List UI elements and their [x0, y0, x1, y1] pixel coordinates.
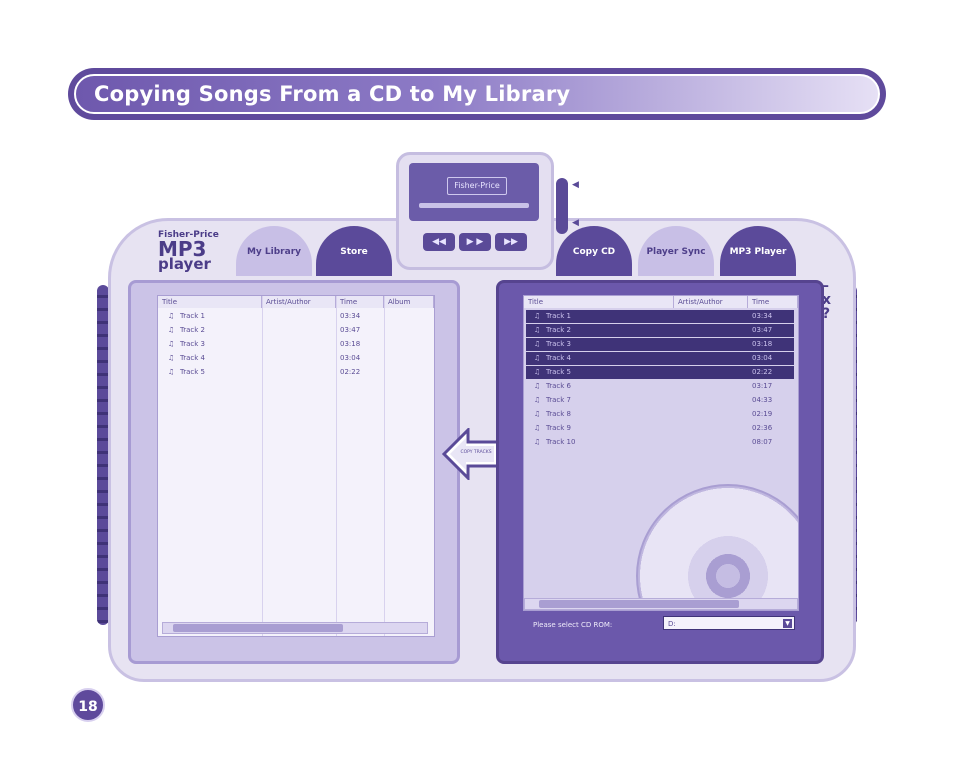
fast-forward-button[interactable]: ▶▶ — [495, 233, 527, 251]
cd-row-title: Track 1 — [546, 312, 571, 320]
library-row-time: 03:04 — [340, 354, 361, 362]
cd-row-time: 04:33 — [752, 396, 773, 404]
music-note-icon: ♫ — [168, 312, 175, 320]
cd-row-title: Track 2 — [546, 326, 571, 334]
cd-row-title: Track 5 — [546, 368, 571, 376]
cd-row-time: 03:47 — [752, 326, 773, 334]
cd-row-time: 03:17 — [752, 382, 773, 390]
library-panel: Title Artist/Author Time Album ♫ Track 1 0… — [128, 280, 460, 664]
cd-column-header-artist[interactable]: Artist/Author — [674, 296, 748, 308]
library-row-time: 03:47 — [340, 326, 361, 334]
column-header-title[interactable]: Title — [158, 296, 262, 308]
cd-row[interactable]: ♫ Track 9 02:36 — [526, 422, 794, 435]
copy-tracks-button[interactable]: COPY TRACKS — [442, 428, 500, 480]
page-number: 18 — [71, 688, 105, 722]
cd-row-time: 03:04 — [752, 354, 773, 362]
cd-row[interactable]: ♫ Track 1 03:34 — [526, 310, 794, 323]
progress-bar[interactable] — [419, 203, 529, 208]
cd-row-time: 02:36 — [752, 424, 773, 432]
cd-scrollbar[interactable] — [524, 598, 798, 610]
cd-row[interactable]: ♫ Track 6 03:17 — [526, 380, 794, 393]
rewind-button[interactable]: ◀◀ — [423, 233, 455, 251]
copy-tracks-label: COPY TRACKS — [460, 449, 491, 455]
cd-track-list[interactable]: Title Artist/Author Time ♫ Track 1 03:34 ♫ T… — [523, 295, 799, 611]
cd-row[interactable]: ♫ Track 5 02:22 — [526, 366, 794, 379]
help-icon[interactable]: ? — [822, 306, 831, 322]
library-row-title: Track 4 — [180, 354, 205, 362]
library-scrollbar[interactable] — [162, 622, 428, 634]
left-grip — [97, 285, 109, 625]
music-note-icon: ♫ — [534, 312, 541, 320]
library-row[interactable]: ♫ Track 2 03:47 — [160, 324, 430, 337]
cd-row-time: 02:22 — [752, 368, 773, 376]
library-row-time: 03:34 — [340, 312, 361, 320]
lcd-screen: Fisher-Price — [409, 163, 539, 221]
column-header-artist[interactable]: Artist/Author — [262, 296, 336, 308]
music-note-icon: ♫ — [168, 368, 175, 376]
library-row-title: Track 3 — [180, 340, 205, 348]
close-icon[interactable]: x — [822, 292, 832, 308]
cd-disc-graphic — [636, 484, 798, 610]
cdrom-selected-value: D: — [668, 620, 676, 628]
column-header-time[interactable]: Time — [336, 296, 384, 308]
cd-row-title: Track 10 — [546, 438, 576, 446]
music-note-icon: ♫ — [534, 368, 541, 376]
library-row-time: 02:22 — [340, 368, 361, 376]
now-playing-display: Fisher-Price ◀◀ ▶ ▶ ▶▶ — [396, 152, 554, 270]
music-note-icon: ♫ — [534, 382, 541, 390]
library-row-title: Track 2 — [180, 326, 205, 334]
cd-row[interactable]: ♫ Track 8 02:19 — [526, 408, 794, 421]
library-row-time: 03:18 — [340, 340, 361, 348]
cd-row-title: Track 4 — [546, 354, 571, 362]
cd-row[interactable]: ♫ Track 4 03:04 — [526, 352, 794, 365]
library-row[interactable]: ♫ Track 1 03:34 — [160, 310, 430, 323]
cd-row-title: Track 7 — [546, 396, 571, 404]
library-row[interactable]: ♫ Track 5 02:22 — [160, 366, 430, 379]
section-banner: Copying Songs From a CD to My Library — [68, 68, 886, 120]
music-note-icon: ♫ — [534, 340, 541, 348]
cd-panel: Title Artist/Author Time ♫ Track 1 03:34 ♫ T… — [496, 280, 824, 664]
column-header-album[interactable]: Album — [384, 296, 434, 308]
cd-row-title: Track 8 — [546, 410, 571, 418]
music-note-icon: ♫ — [168, 354, 175, 362]
page-title: Copying Songs From a CD to My Library — [94, 82, 571, 106]
volume-slider[interactable] — [556, 178, 568, 234]
chevron-down-icon[interactable]: ▼ — [783, 619, 792, 628]
music-note-icon: ♫ — [534, 326, 541, 334]
cd-row-title: Track 9 — [546, 424, 571, 432]
library-row[interactable]: ♫ Track 4 03:04 — [160, 352, 430, 365]
cd-column-header-title[interactable]: Title — [524, 296, 674, 308]
music-note-icon: ♫ — [534, 438, 541, 446]
library-row-title: Track 1 — [180, 312, 205, 320]
cd-row-title: Track 3 — [546, 340, 571, 348]
minimize-icon[interactable]: – — [822, 278, 829, 294]
library-row-title: Track 5 — [180, 368, 205, 376]
library-track-list[interactable]: Title Artist/Author Time Album ♫ Track 1 0… — [157, 295, 435, 637]
music-note-icon: ♫ — [534, 354, 541, 362]
cd-row-time: 03:18 — [752, 340, 773, 348]
play-button[interactable]: ▶ ▶ — [459, 233, 491, 251]
music-note-icon: ♫ — [168, 326, 175, 334]
brand-logo: Fisher-Price MP3 player — [158, 230, 219, 273]
cd-column-header-time[interactable]: Time — [748, 296, 798, 308]
cdrom-dropdown[interactable]: D: ▼ — [663, 616, 795, 630]
cd-row-time: 08:07 — [752, 438, 773, 446]
music-note-icon: ♫ — [534, 410, 541, 418]
volume-down-icon: ◀ — [572, 218, 579, 228]
music-note-icon: ♫ — [168, 340, 175, 348]
cd-row-time: 03:34 — [752, 312, 773, 320]
cd-row[interactable]: ♫ Track 2 03:47 — [526, 324, 794, 337]
cd-row[interactable]: ♫ Track 10 08:07 — [526, 436, 794, 449]
cd-row[interactable]: ♫ Track 7 04:33 — [526, 394, 794, 407]
volume-up-icon: ◀ — [572, 180, 579, 190]
cd-row-title: Track 6 — [546, 382, 571, 390]
music-note-icon: ♫ — [534, 424, 541, 432]
music-note-icon: ♫ — [534, 396, 541, 404]
cd-row[interactable]: ♫ Track 3 03:18 — [526, 338, 794, 351]
lcd-logo: Fisher-Price — [447, 177, 507, 195]
cdrom-select-label: Please select CD ROM: — [533, 621, 613, 629]
library-row[interactable]: ♫ Track 3 03:18 — [160, 338, 430, 351]
cd-row-time: 02:19 — [752, 410, 773, 418]
